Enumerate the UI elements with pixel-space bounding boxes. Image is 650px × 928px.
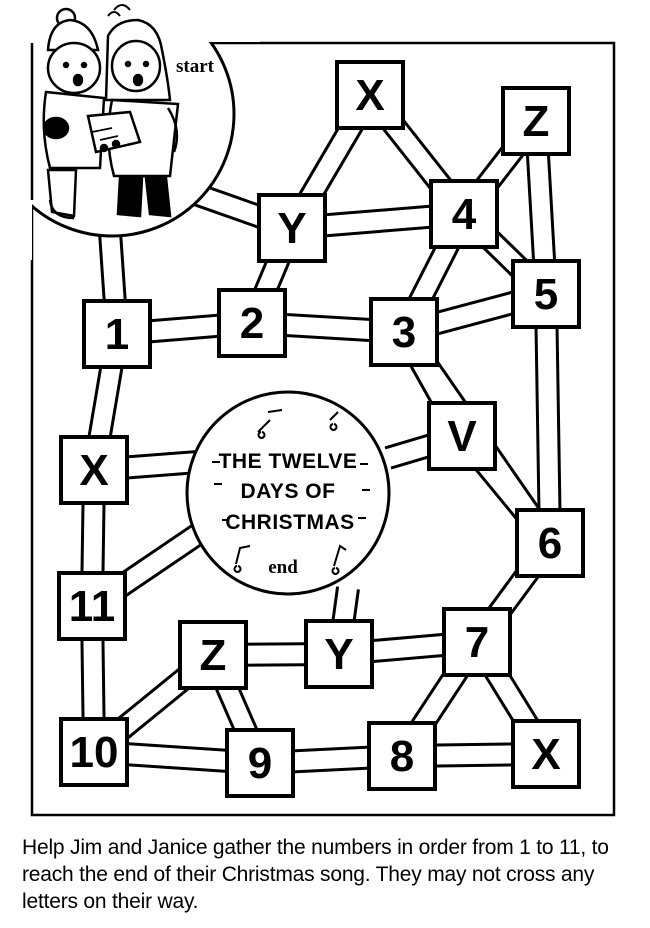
node-box [82,299,152,369]
node-box [178,620,248,690]
music-note-icon [233,409,347,575]
node-label: 2 [240,299,264,348]
maze-node-y-top[interactable]: Y [257,193,327,263]
node-box [217,288,287,358]
maze-node-n5[interactable]: 5 [511,259,581,329]
node-label: X [79,446,108,495]
node-label: X [355,71,384,120]
node-box [304,619,374,689]
node-box [429,179,499,249]
maze-node-z-top[interactable]: Z [501,86,571,156]
node-label: V [447,412,477,461]
node-label: Z [200,631,227,680]
maze-node-n7[interactable]: 7 [442,607,512,677]
node-box [515,508,585,578]
node-label: 4 [452,190,477,239]
maze-node-n4[interactable]: 4 [429,179,499,249]
maze-node-n1[interactable]: 1 [82,299,152,369]
maze-path-edge [537,285,559,552]
node-label: Y [277,204,306,253]
node-box [511,259,581,329]
maze-node-x-bottom[interactable]: X [511,719,581,789]
node-box [59,717,129,787]
title-line-1: THE TWELVE [219,450,358,473]
maze-node-x-left[interactable]: X [59,435,129,505]
node-box [511,719,581,789]
node-label: 3 [392,308,416,357]
node-box [501,86,571,156]
maze-node-x-top[interactable]: X [335,60,405,130]
node-label: 8 [390,732,414,781]
node-box [367,721,437,791]
node-label: 6 [538,519,562,568]
node-box [225,728,295,798]
start-label: start [176,56,215,77]
maze-node-y-bottom[interactable]: Y [304,619,374,689]
node-label: 1 [105,310,129,359]
node-box [335,60,405,130]
node-label: Z [523,97,550,146]
title-line-3: CHRISTMAS [225,511,354,534]
node-box [59,435,129,505]
node-label: 10 [70,728,119,777]
title-line-2: DAYS OF [241,480,336,503]
maze-node-z-bottom[interactable]: Z [178,620,248,690]
node-label: 7 [465,618,489,667]
instructions-text: Help Jim and Janice gather the numbers i… [22,836,609,913]
title-circle: THE TWELVE DAYS OF CHRISTMAS end [185,390,391,596]
maze-board: start THE TWELVE DAYS OF CHRISTMAS end 1… [0,0,616,817]
node-label: 11 [69,582,116,631]
maze-node-n10[interactable]: 10 [59,717,129,787]
maze-node-n9[interactable]: 9 [225,728,295,798]
node-label: Y [324,630,353,679]
maze-node-n8[interactable]: 8 [367,721,437,791]
maze-node-v-mid[interactable]: V [427,401,497,471]
maze-frame [30,41,616,817]
node-label: 5 [534,270,558,319]
maze-node-n2[interactable]: 2 [217,288,287,358]
maze-node-n6[interactable]: 6 [515,508,585,578]
maze-node-n11[interactable]: 11 [57,571,127,641]
node-box [57,571,127,641]
node-box [369,297,439,367]
maze-node-n3[interactable]: 3 [369,297,439,367]
node-label: X [531,730,560,779]
node-box [442,607,512,677]
end-label: end [268,557,298,578]
node-box [427,401,497,471]
node-box [257,193,327,263]
node-label: 9 [248,739,272,788]
carolers-illustration [42,4,180,220]
